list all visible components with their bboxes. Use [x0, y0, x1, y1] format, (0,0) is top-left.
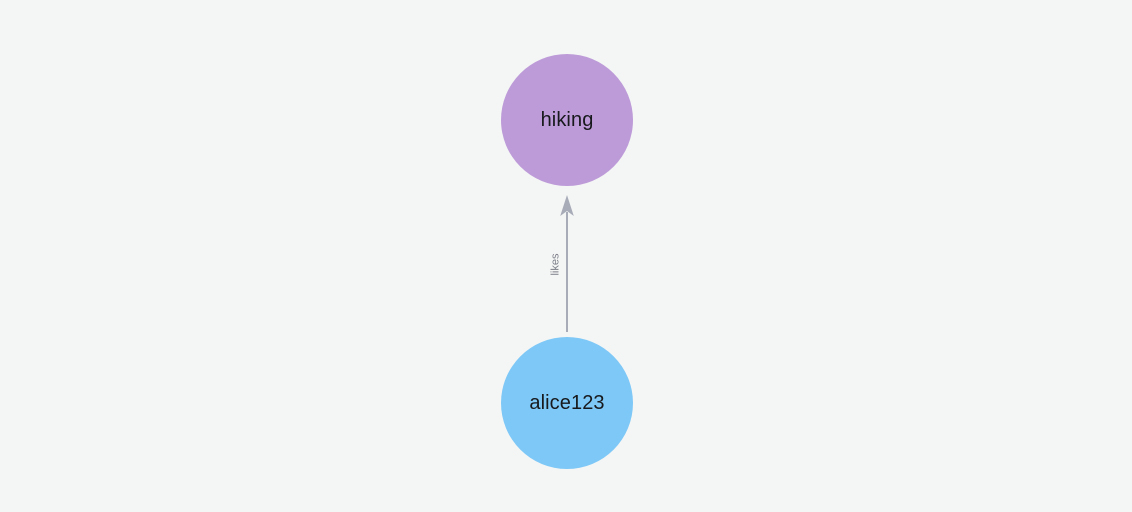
graph-node-hiking[interactable]: hiking — [501, 54, 633, 186]
edge-label-likes: likes — [549, 253, 562, 276]
node-label: alice123 — [529, 392, 605, 414]
node-shape: alice123 — [501, 337, 633, 469]
node-shape: hiking — [501, 54, 633, 186]
graph-node-alice123[interactable]: alice123 — [501, 337, 633, 469]
edge-alice123-likes-hiking[interactable] — [560, 195, 574, 332]
edge-arrowhead-icon — [560, 195, 574, 216]
node-label: hiking — [540, 109, 594, 131]
